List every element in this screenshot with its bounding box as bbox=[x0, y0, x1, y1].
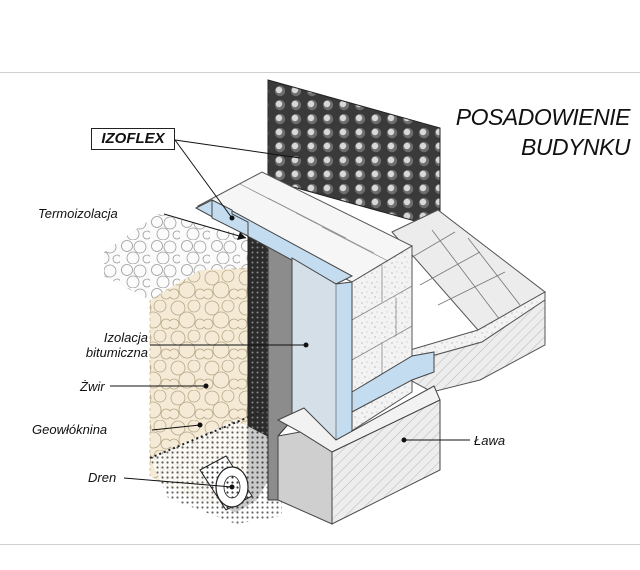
title-line-1: POSADOWIENIE bbox=[455, 104, 631, 130]
diagram-title: POSADOWIENIE BUDYNKU bbox=[420, 102, 631, 162]
thermal-insulation-slab bbox=[351, 351, 435, 413]
gravel-top-pebbles bbox=[104, 214, 248, 300]
label-izolacja-bitumiczna: Izolacja bitumiczna bbox=[40, 330, 148, 360]
label-izolacja-line-1: Izolacja bbox=[103, 330, 148, 345]
label-geowloknina: Geowłóknina bbox=[32, 422, 108, 437]
label-termoizolacja: Termoizolacja bbox=[38, 206, 118, 221]
izoflex-badge: IZOFLEX bbox=[91, 128, 175, 150]
top-frame-line bbox=[0, 72, 640, 73]
footing-side bbox=[331, 399, 441, 525]
bottom-frame-line bbox=[0, 544, 640, 545]
label-izolacja-line-2: bitumiczna bbox=[85, 345, 148, 360]
termoizolacja-arrowhead bbox=[237, 232, 246, 240]
title-line-2: BUDYNKU bbox=[521, 134, 630, 160]
label-zwir: Żwir bbox=[80, 379, 105, 394]
floor-subbase bbox=[409, 299, 546, 393]
label-dren: Dren bbox=[88, 470, 117, 485]
label-lawa: Ława bbox=[474, 433, 506, 448]
